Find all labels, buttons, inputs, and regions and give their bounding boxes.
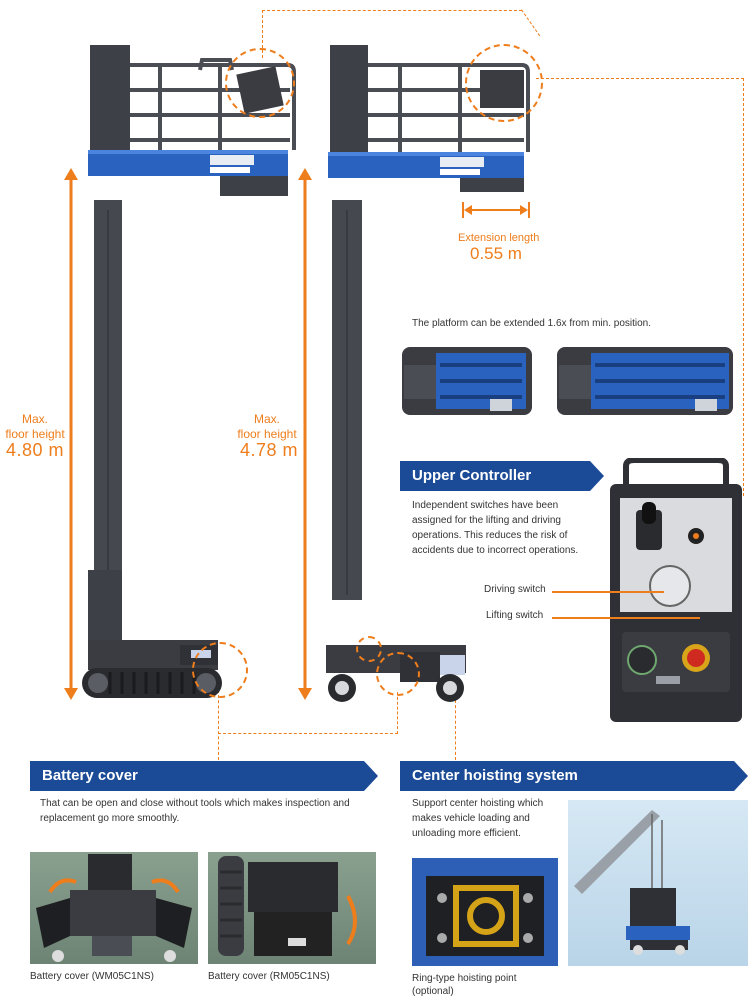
- right-battery-highlight: [376, 652, 420, 696]
- left-battery-highlight: [192, 642, 248, 698]
- upper-controller-banner: Upper Controller: [400, 461, 604, 491]
- battery-cover-description: That can be open and close without tools…: [40, 798, 350, 824]
- driving-switch-line: [552, 591, 664, 593]
- center-hoisting-banner: Center hoisting system: [400, 761, 748, 791]
- left-controller-highlight: [225, 48, 295, 118]
- left-height-value: 4.80 m: [6, 440, 65, 460]
- right-height-value: 4.78 m: [240, 440, 299, 460]
- center-hoisting-description: Support center hoisting which makes vehi…: [412, 798, 544, 839]
- connector-bottom-right-vertical: [455, 700, 456, 760]
- battery-cover-banner: Battery cover: [30, 761, 378, 791]
- right-max-floor-label: Max. floor height: [237, 412, 297, 441]
- platform-topview-min: [402, 347, 532, 415]
- battery-cover-photo-left: [30, 852, 198, 964]
- battery-cover-caption-left: Battery cover (WM05C1NS): [30, 971, 154, 982]
- connector-bottom-left-vertical: [218, 690, 219, 760]
- lifting-switch-line: [552, 617, 700, 619]
- upper-controller-description: Independent switches have been assigned …: [412, 500, 579, 556]
- connector-bottom-horizontal: [218, 733, 398, 734]
- connector-top-right-diagonal: [521, 9, 541, 37]
- platform-note: The platform can be extended 1.6x from m…: [412, 318, 652, 329]
- driving-switch-label: Driving switch: [484, 584, 546, 595]
- right-controller-highlight: [465, 44, 543, 122]
- battery-cover-photo-right: [208, 852, 376, 964]
- left-max-floor-label: Max. floor height: [5, 412, 65, 441]
- connector-top-horizontal: [262, 10, 522, 11]
- extension-arrow: [462, 202, 530, 218]
- upper-controller-photo: [610, 458, 742, 722]
- platform-topview-extended: [557, 347, 733, 415]
- battery-cover-title: Battery cover: [42, 767, 138, 784]
- hoisting-point-caption: Ring-type hoisting point (optional): [412, 973, 517, 997]
- connector-right-vertical: [743, 78, 744, 496]
- hoisting-point-photo: [412, 858, 558, 966]
- crane-lifting-photo: [568, 800, 748, 966]
- connector-right-horizontal: [536, 78, 744, 79]
- extension-value: 0.55 m: [470, 244, 522, 263]
- upper-controller-title: Upper Controller: [412, 467, 532, 484]
- center-hoisting-title: Center hoisting system: [412, 767, 578, 784]
- connector-bottom-mid-vertical: [397, 692, 398, 734]
- extension-label: Extension length: [458, 232, 540, 244]
- connector-top-left-vertical: [262, 10, 263, 58]
- battery-cover-caption-right: Battery cover (RM05C1NS): [208, 971, 330, 982]
- right-hoist-highlight: [356, 636, 382, 662]
- left-height-dimension-arrow: [64, 168, 78, 700]
- left-lift-illustration: [82, 45, 296, 698]
- lifting-switch-label: Lifting switch: [486, 610, 544, 621]
- right-height-dimension-arrow: [298, 168, 312, 700]
